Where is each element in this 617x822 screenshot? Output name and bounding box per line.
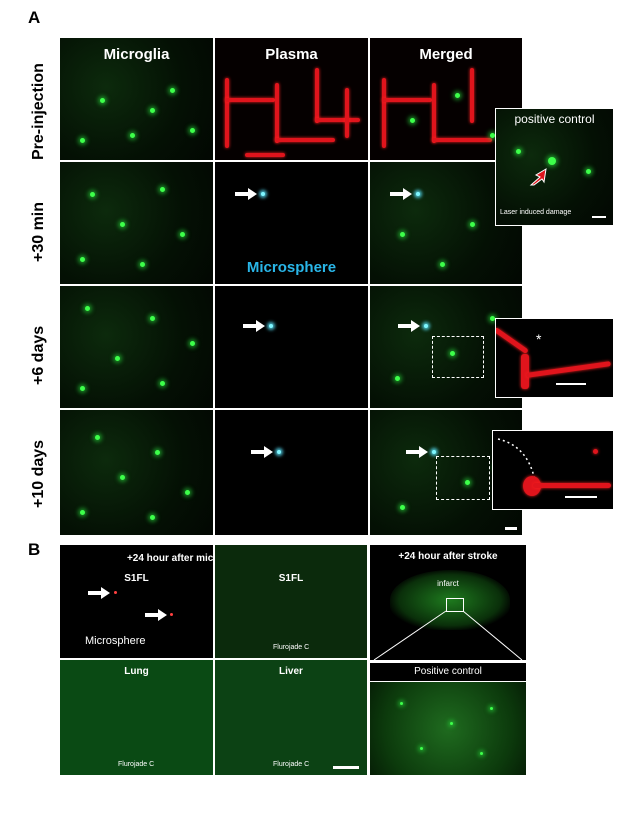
b-caption-flurojade: Flurojade C [273,644,310,651]
inset-vessel-10-days [492,430,614,510]
microsphere-label: Microsphere [246,259,337,276]
panel-b-letter: B [28,540,41,559]
b-cell-title-s1fl-2: S1FL [278,573,304,584]
positive-control-label: Positive control [370,662,526,682]
panel-b-grid: +24 hour after microsphere injection S1F… [60,545,367,775]
panel-a-letter: A [28,8,41,27]
roi-box [446,598,464,612]
microglia-6-days [60,286,213,408]
plasma-pre-injection: Plasma [215,38,368,160]
scale-bar [565,496,597,498]
b-positive-control-image [370,682,526,775]
inset-star: * [536,331,542,347]
b-s1fl-microsphere: +24 hour after microsphere injection S1F… [60,545,213,658]
b-caption-flurojade-lung: Flurojade C [118,761,155,768]
panel-a-grid: Microglia Plasma Merged Microsphere [60,38,522,535]
microglia-30-min [60,162,213,284]
scale-bar [505,527,517,530]
b-cell-title-liver: Liver [279,666,303,677]
scale-bar [592,216,606,218]
infarct-label: infarct [437,579,459,588]
inset-vessel-6-days: * [495,318,614,398]
row-label-10-days: +10 days [30,439,47,508]
col-header-merged: Merged [419,46,473,63]
row-label-30-min: +30 min [30,201,47,262]
col-header-plasma: Plasma [265,46,318,63]
scale-bar [556,383,586,385]
positive-control-caption: Laser induced damage [500,209,572,216]
b-panel-title: +24 hour after microsphere injection [126,553,213,564]
plasma-10-days [215,410,368,535]
row-label-pre-injection: Pre-injection [30,63,47,160]
b-cell-title-lung: Lung [124,666,149,677]
plasma-6-days [215,286,368,408]
dashed-roi-box [432,336,484,378]
b-caption-flurojade-liver: Flurojade C [273,761,310,768]
positive-control-title: positive control [514,112,595,126]
col-header-microglia: Microglia [103,46,170,63]
scale-bar [333,766,359,769]
b-stroke-panel: +24 hour after stroke infarct [370,545,526,660]
positive-control-inset: positive control Laser induced damage [495,108,614,226]
microglia-pre-injection: Microglia [60,38,213,160]
red-arrow-icon [529,168,547,186]
plasma-30-min: Microsphere [215,162,368,284]
row-label-6-days: +6 days [30,325,47,385]
merged-pre-injection: Merged [370,38,522,160]
dashed-roi-box [436,456,490,500]
b-s1fl-flurojade: S1FL Flurojade C [215,545,367,658]
microglia-10-days [60,410,213,535]
b-lung-flurojade: Lung Flurojade C [60,660,213,775]
b-liver-flurojade: Liver Flurojade C [215,660,367,775]
b-stroke-title: +24 hour after stroke [398,551,498,562]
b-cell-title-s1fl: S1FL [124,573,149,584]
b-caption-microsphere: Microsphere [85,635,146,647]
